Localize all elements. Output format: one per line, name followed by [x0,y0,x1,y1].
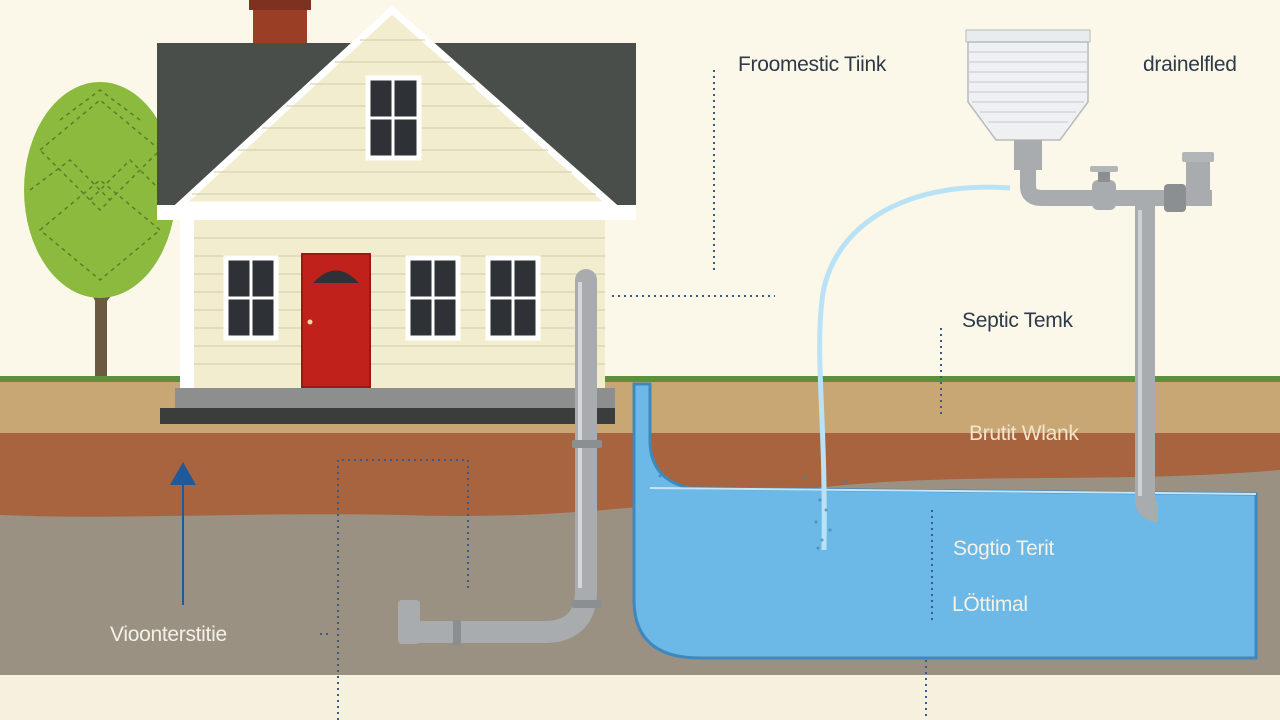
drainfield-apparatus [965,29,1214,522]
house-drain-pipe [398,269,602,646]
label-vioontervstrue: Vioonterstitie [110,623,227,646]
water-stream [817,184,1011,551]
water-droplets [658,474,847,550]
tree [24,82,176,376]
upward-arrow-head [170,462,196,485]
septic-tank [632,382,1258,660]
chimney-cap [249,0,311,10]
foundation-base [160,408,615,424]
tree-canopy-pattern [29,89,171,281]
label-septic-tank-2: Sogtio Terit [953,537,1055,560]
grass-line [0,376,1280,382]
window-2 [405,255,461,341]
corner-trim [180,220,194,390]
label-lothmal: LÖttimal [952,593,1028,616]
window-1 [223,255,279,341]
bottom-band [0,675,1280,720]
label-fromestic-tank: Froomestic Tiink [738,53,887,76]
label-drainfield: drainelfled [1143,53,1237,76]
label-septic-tank-1: Septic Temk [962,309,1073,332]
label-brunt-wank: Brutit Wlank [969,422,1079,445]
window-3 [485,255,541,341]
leader-lines [320,70,942,720]
tree-canopy [24,82,176,298]
front-door [301,253,371,388]
eave [157,205,636,220]
house [157,0,636,424]
leader-loop [337,459,469,720]
